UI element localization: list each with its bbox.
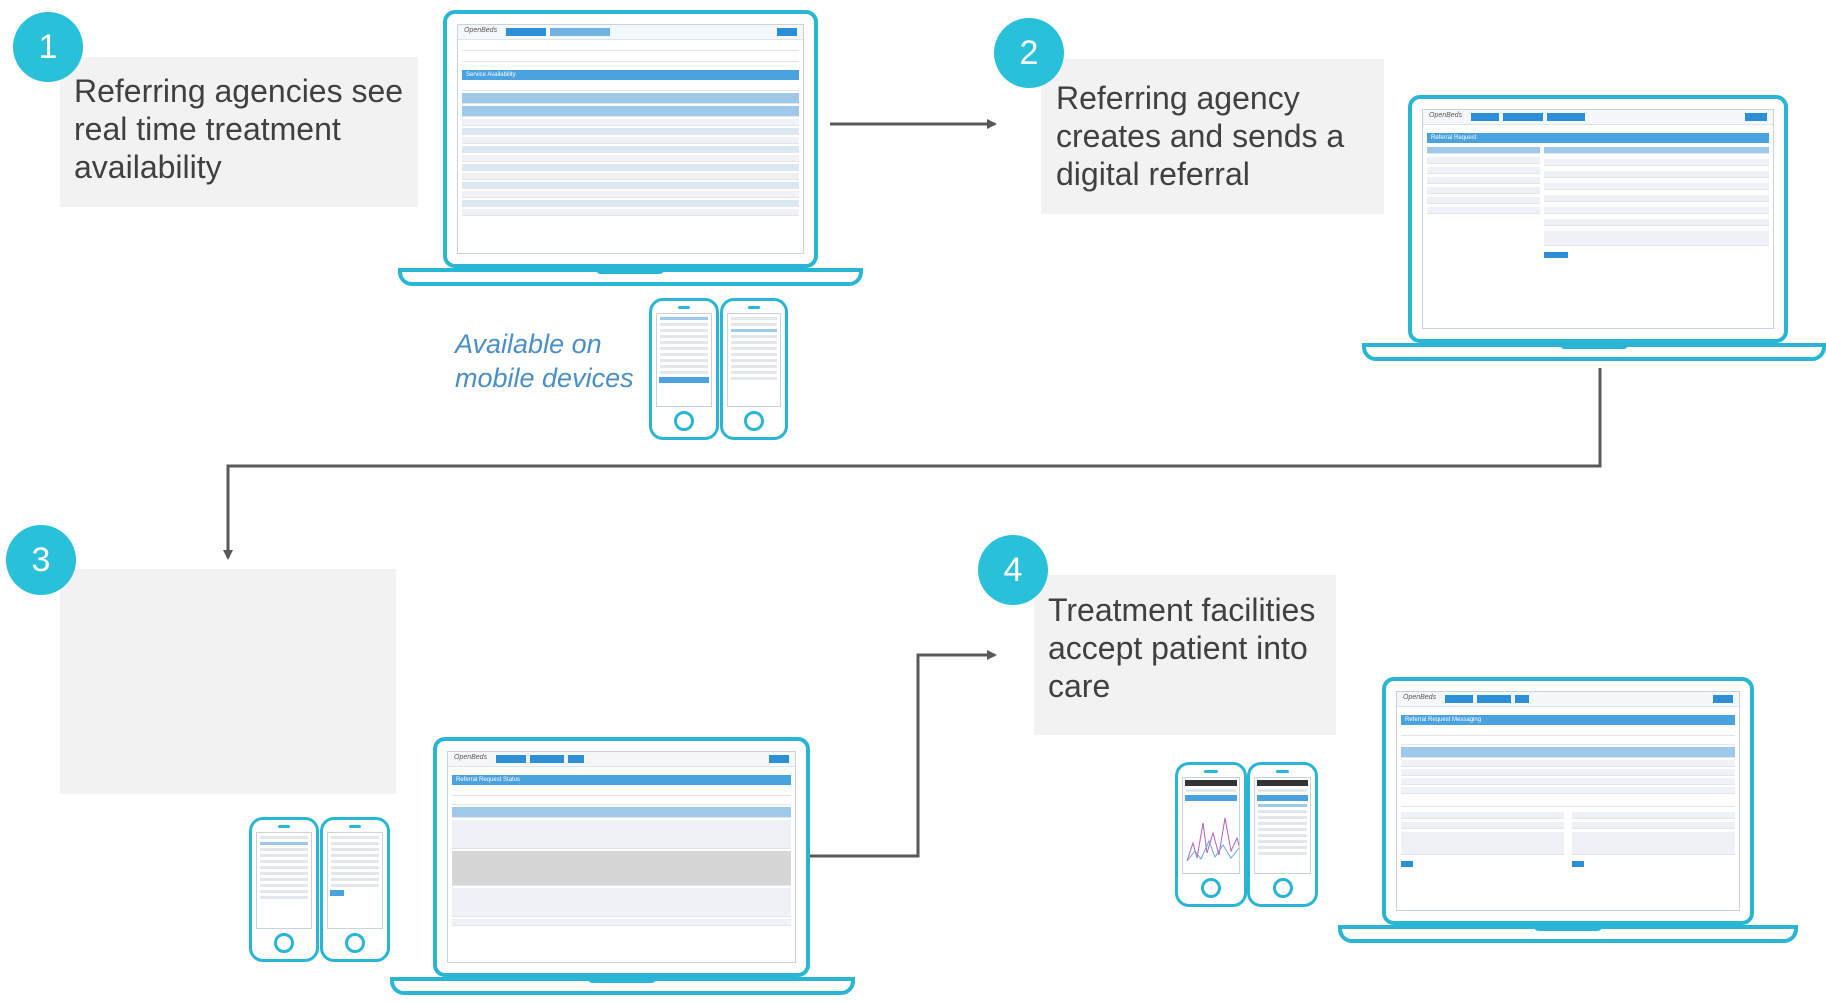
status-screen-title: Referral Request Status <box>452 775 791 785</box>
step-2-badge: 2 <box>994 18 1064 88</box>
step-3-caption-box <box>60 569 396 794</box>
step-2-caption-box <box>1041 59 1384 214</box>
phone-4a <box>1175 762 1247 907</box>
step-3-badge: 3 <box>6 525 76 595</box>
step-4-caption-box <box>1034 575 1336 735</box>
step-2-caption: Referring agency creates and sends a dig… <box>1056 80 1345 192</box>
phone-1b <box>720 298 788 440</box>
step-4-caption: Treatment facilities accept patient into… <box>1048 592 1316 704</box>
step-1-caption: Referring agencies see real time treatme… <box>74 73 404 185</box>
availability-screen-title: Service Availability <box>462 70 799 80</box>
app-logo: OpenBeds <box>454 754 488 761</box>
referral-screen-title: Referral Request <box>1427 133 1769 143</box>
phone-4b <box>1247 762 1318 907</box>
phone-3b <box>320 817 390 962</box>
arrow-2-to-3 <box>223 368 1602 560</box>
step-1-caption-box <box>60 57 418 207</box>
mobile-devices-note: Available on mobile devices <box>455 329 634 393</box>
phone-mini-chart <box>1186 817 1239 862</box>
messaging-screen-title: Referral Request Messaging <box>1401 715 1735 725</box>
step-4-badge: 4 <box>978 535 1048 605</box>
app-logo: OpenBeds <box>1403 694 1437 701</box>
phone-3a <box>249 817 319 962</box>
app-logo: OpenBeds <box>1429 112 1463 119</box>
phone-1a <box>649 298 719 440</box>
arrow-3-to-4 <box>808 650 997 858</box>
step-1-badge: 1 <box>13 12 83 82</box>
app-logo: OpenBeds <box>464 27 498 34</box>
